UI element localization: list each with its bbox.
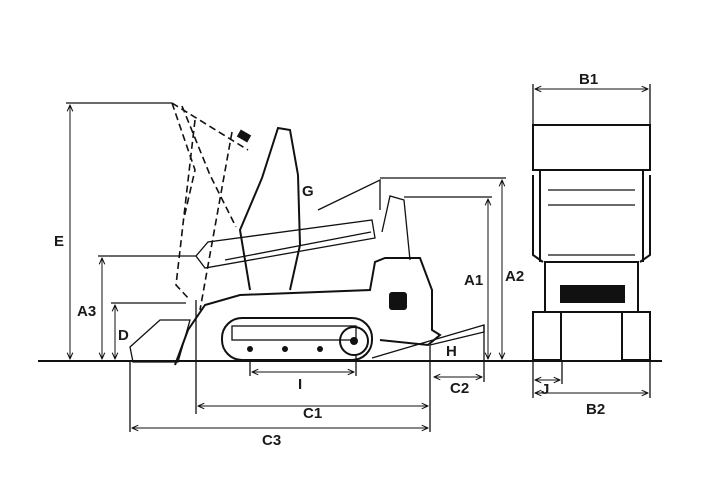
- drive-sprocket: [339, 326, 369, 356]
- label-H: H: [446, 343, 457, 360]
- label-B1: B1: [579, 71, 598, 88]
- label-D: D: [118, 327, 129, 344]
- label-E: E: [54, 233, 64, 250]
- arm-spring: [236, 129, 252, 143]
- right-track-front: [621, 311, 651, 361]
- label-A2: A2: [505, 268, 524, 285]
- label-C3: C3: [262, 432, 281, 449]
- skip-lip: [317, 178, 381, 211]
- front-skip-top: [532, 124, 651, 171]
- track-frame: [231, 325, 357, 341]
- engine-grille: [389, 292, 407, 310]
- tipping-arm: [238, 126, 302, 291]
- label-A1: A1: [464, 272, 483, 289]
- front-chassis: [544, 261, 639, 313]
- front-skip-ribs: [548, 189, 635, 256]
- front-view-dumper: [532, 124, 651, 361]
- left-track-front: [532, 311, 562, 361]
- label-C1: C1: [303, 405, 322, 422]
- front-skip-sides: [532, 170, 651, 263]
- label-C2: C2: [450, 380, 469, 397]
- skip-body: [195, 219, 376, 269]
- side-view-dumper: [129, 102, 485, 366]
- label-G: G: [302, 183, 314, 200]
- label-J: J: [541, 381, 549, 398]
- operator-console: [381, 195, 411, 261]
- label-I: I: [298, 376, 302, 393]
- extension-lines: [66, 84, 651, 432]
- front-blade: [129, 319, 191, 363]
- label-B2: B2: [586, 401, 605, 418]
- raised-skip-outline: [171, 102, 249, 311]
- chassis-outline: [174, 257, 442, 366]
- label-A3: A3: [77, 303, 96, 320]
- front-engine: [560, 285, 625, 303]
- track: [221, 317, 373, 361]
